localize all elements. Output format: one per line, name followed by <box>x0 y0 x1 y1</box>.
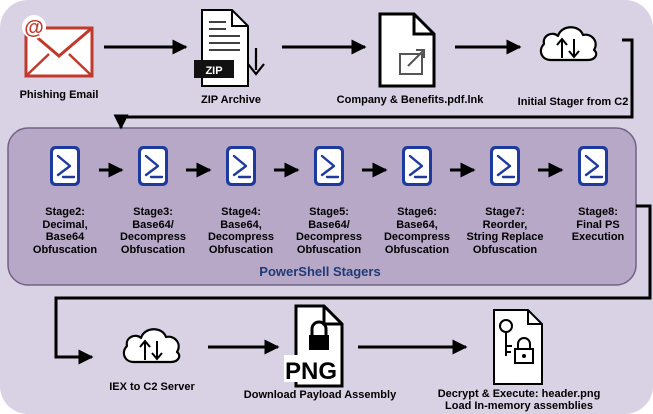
flow-arrows <box>54 38 652 365</box>
lnk-file-label: Company & Benefits.pdf.lnk <box>336 94 484 106</box>
envelope-at-icon: @ <box>22 15 94 78</box>
powershell-stagers-title: PowerShell Stagers <box>259 264 381 279</box>
key-lock-file-icon <box>493 309 543 385</box>
powershell-icon <box>576 144 610 188</box>
powershell-icon <box>400 144 434 188</box>
zip-archive-icon <box>194 9 265 87</box>
initial-stager-label: Initial Stager from C2 <box>517 96 629 108</box>
shortcut-file-icon <box>378 12 436 88</box>
powershell-icon <box>224 144 258 188</box>
decrypt-execute-label: Decrypt & Execute: header.png Load In-me… <box>437 388 601 412</box>
iex-c2-label: IEX to C2 Server <box>109 381 195 393</box>
phishing-email-label: Phishing Email <box>19 89 99 101</box>
zip-badge-text: ZIP <box>205 65 222 77</box>
zip-archive-label: ZIP Archive <box>201 94 261 106</box>
download-payload-label: Download Payload Assembly <box>243 389 397 401</box>
png-badge-text: PNG <box>285 358 337 385</box>
png-lock-file-icon <box>284 304 344 388</box>
powershell-icon <box>48 144 82 188</box>
powershell-icon <box>488 144 522 188</box>
powershell-icon <box>136 144 170 188</box>
powershell-icon <box>312 144 346 188</box>
svg-text:@: @ <box>24 17 44 39</box>
